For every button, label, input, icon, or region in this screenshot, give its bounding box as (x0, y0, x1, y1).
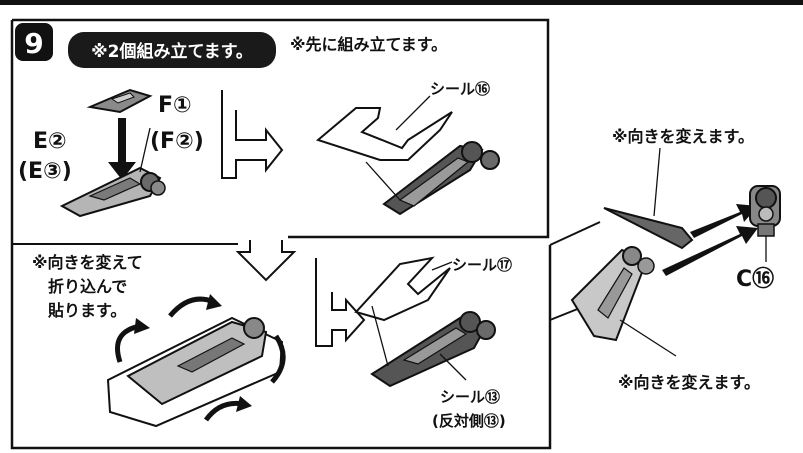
label-f2: (F②) (150, 129, 204, 154)
label-f1: F① (158, 93, 192, 118)
fold-arrow-4 (270, 334, 286, 384)
label-e3: (E③) (18, 159, 72, 184)
seal13-label: シール⑬ (440, 388, 500, 406)
build-first-note: ※先に組み立てます。 (290, 35, 447, 54)
fold-note-line2: 折り込んで (48, 277, 127, 296)
panel-final-assembly: ※向きを変えます。 C⑯ ※向きを変えます。 (570, 127, 781, 392)
panel-seal17-13: シール⑰ シール⑬ (反対側⑬) (354, 256, 512, 430)
assembly-arrow-2 (662, 226, 758, 276)
panel-parts-ef: E② (E③) F① (F②) (18, 88, 204, 218)
build-two-badge: ※2個組み立てます。 (68, 32, 276, 68)
fold-note-line3: 貼ります。 (48, 301, 126, 320)
seal16-label: シール⑯ (430, 80, 490, 98)
step-arrow-down (235, 240, 297, 282)
part-c-joint (749, 185, 781, 237)
panel-fold: ※向きを変えて 折り込んで 貼ります。 (32, 253, 286, 428)
seal17-label: シール⑰ (452, 256, 512, 274)
step-number: 9 (24, 27, 43, 60)
step-badge: 9 (15, 23, 53, 61)
fold-note-line1: ※向きを変えて (32, 253, 143, 272)
step-arrow-2 (315, 258, 366, 347)
sticker-17-shape (354, 256, 451, 322)
turn-note-top: ※向きを変えます。 (612, 127, 754, 146)
label-c16: C⑯ (736, 266, 774, 292)
top-bar (0, 0, 803, 5)
turn-note-bottom: ※向きを変えます。 (618, 373, 760, 392)
build-two-text: ※2個組み立てます。 (91, 41, 253, 62)
seal13-reverse-label: (反対側⑬) (432, 412, 506, 430)
panel-seal16: シール⑯ (315, 80, 500, 216)
insert-arrow (108, 118, 136, 180)
frame-outline (10, 18, 552, 450)
label-e2: E② (33, 129, 67, 154)
assembly-arrow-1 (690, 204, 758, 238)
sticker-16-shape (315, 107, 453, 161)
part-spike-dark (603, 207, 694, 250)
step-arrow-1 (221, 90, 284, 179)
